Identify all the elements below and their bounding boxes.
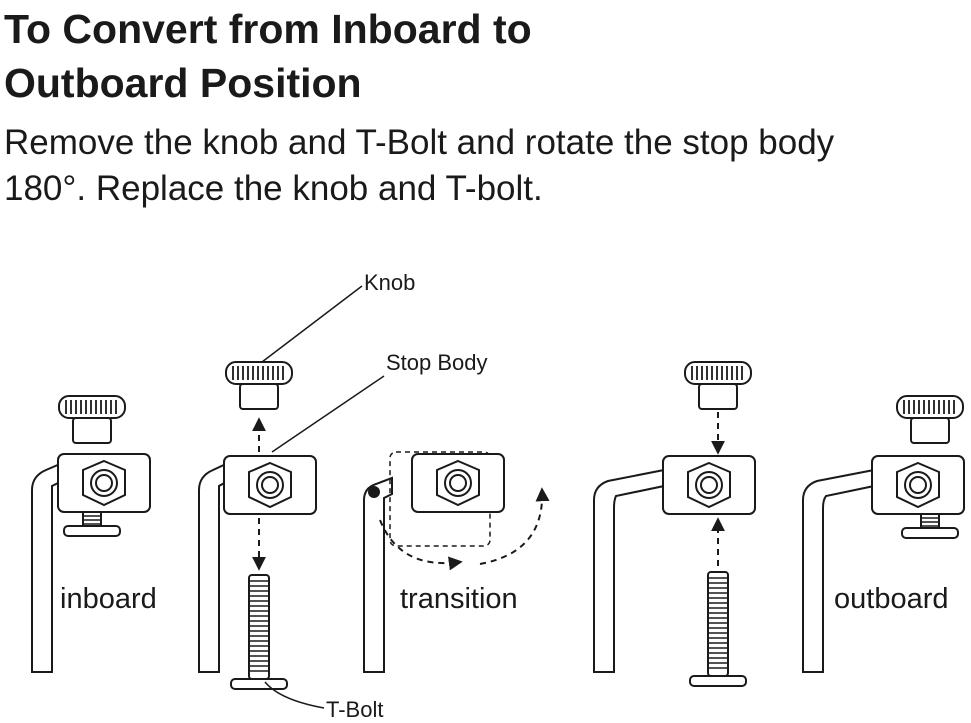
step-transition	[363, 451, 550, 673]
label-outboard: outboard	[834, 583, 949, 615]
label-t-bolt: T-Bolt	[326, 697, 383, 722]
label-transition: transition	[400, 583, 518, 615]
label-inboard: inboard	[60, 583, 157, 615]
label-knob: Knob	[364, 270, 415, 295]
step-outboard	[802, 395, 965, 673]
fence-bracket	[593, 468, 665, 673]
fence-bracket	[802, 468, 875, 673]
title-line-2: Outboard Position	[4, 60, 362, 106]
label-stop-body: Stop Body	[386, 350, 488, 375]
instructions-line-1: Remove the knob and T-Bolt and rotate th…	[4, 123, 835, 162]
instructions-line-2: 180°. Replace the knob and T-bolt.	[4, 169, 543, 208]
step-disassembly	[198, 285, 385, 709]
step-inboard	[31, 395, 151, 673]
title-line-1: To Convert from Inboard to	[4, 6, 532, 52]
fence-bracket	[198, 462, 227, 673]
instructions: Remove the knob and T-Bolt and rotate th…	[4, 120, 964, 212]
fence-bracket	[363, 476, 393, 673]
step-reassembly	[593, 361, 756, 687]
fence-bracket	[31, 462, 61, 673]
page-title: To Convert from Inboard to Outboard Posi…	[4, 2, 964, 110]
